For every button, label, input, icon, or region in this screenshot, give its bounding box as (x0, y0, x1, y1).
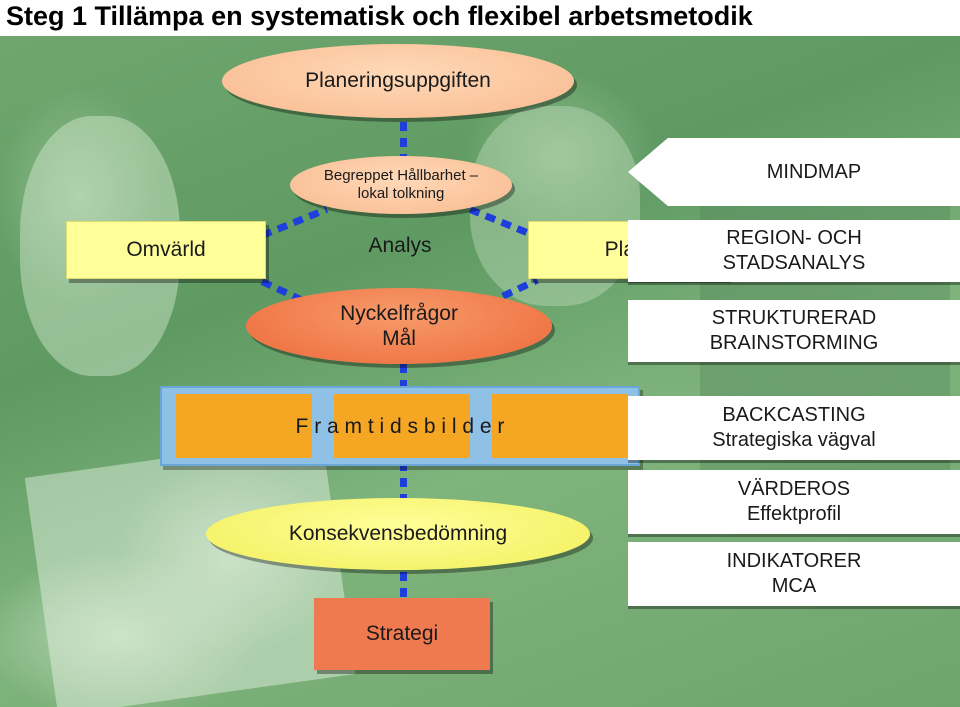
method-strukturerad-brainstorming: STRUKTURERAD BRAINSTORMING (628, 300, 960, 362)
method-line1: STRUKTURERAD (711, 307, 877, 329)
connector-vertical (400, 572, 407, 600)
method-line2: Effektprofil (746, 503, 842, 525)
method-region-stadsanalys: REGION- OCH STADSANALYS (628, 220, 960, 282)
framtidsbilder-label-box: F r a m t i d s b i l d e r (160, 408, 640, 446)
analys-label-box: Analys (310, 228, 490, 264)
framtidsbilder-tile (492, 394, 628, 458)
strategi-box: Strategi (314, 598, 490, 670)
method-indikatorer: INDIKATORER MCA (628, 542, 960, 606)
konsekvensbedomning-oval: Konsekvensbedömning (206, 498, 590, 570)
nyckelfragor-line1: Nyckelfrågor (340, 302, 458, 325)
nyckelfragor-line2: Mål (382, 327, 416, 350)
framtidsbilder-label: F r a m t i d s b i l d e r (295, 415, 505, 438)
method-line1: BACKCASTING (722, 404, 866, 426)
connector-vertical (400, 364, 407, 388)
method-varderos: VÄRDEROS Effektprofil (628, 470, 960, 534)
method-line1: INDIKATORER (726, 550, 862, 572)
planeringsuppgiften-oval: Planeringsuppgiften (222, 44, 574, 118)
page-title: Steg 1 Tillämpa en systematisk och flexi… (6, 1, 753, 31)
framtidsbilder-tile (334, 394, 470, 458)
framtidsbilder-tile (176, 394, 312, 458)
method-backcasting: BACKCASTING Strategiska vägval (628, 396, 960, 460)
strategi-label: Strategi (365, 622, 439, 645)
nyckelfragor-oval: Nyckelfrågor Mål (246, 288, 552, 364)
analys-label: Analys (368, 234, 432, 257)
connector-vertical (400, 462, 407, 498)
connector-vertical (400, 122, 407, 160)
planeringsuppgiften-label: Planeringsuppgiften (305, 69, 491, 92)
method-line1: REGION- OCH (726, 227, 862, 249)
begreppet-line1: Begreppet Hållbarhet – (323, 167, 479, 184)
method-line2: STADSANALYS (722, 252, 866, 274)
photo-paper (24, 436, 356, 707)
begreppet-line2: lokal tolkning (357, 185, 445, 202)
method-line1: VÄRDEROS (737, 478, 851, 500)
omvarld-label: Omvärld (126, 238, 206, 261)
omvarld-box: Omvärld (66, 221, 266, 279)
begreppet-oval: Begreppet Hållbarhet – lokal tolkning (290, 156, 512, 214)
konsekvensbedomning-label: Konsekvensbedömning (288, 522, 508, 545)
method-line2: BRAINSTORMING (709, 332, 879, 354)
method-line1: MINDMAP (766, 160, 862, 183)
method-mindmap: MINDMAP (628, 138, 960, 206)
method-line2: MCA (771, 575, 817, 597)
method-line2: Strategiska vägval (712, 429, 876, 451)
